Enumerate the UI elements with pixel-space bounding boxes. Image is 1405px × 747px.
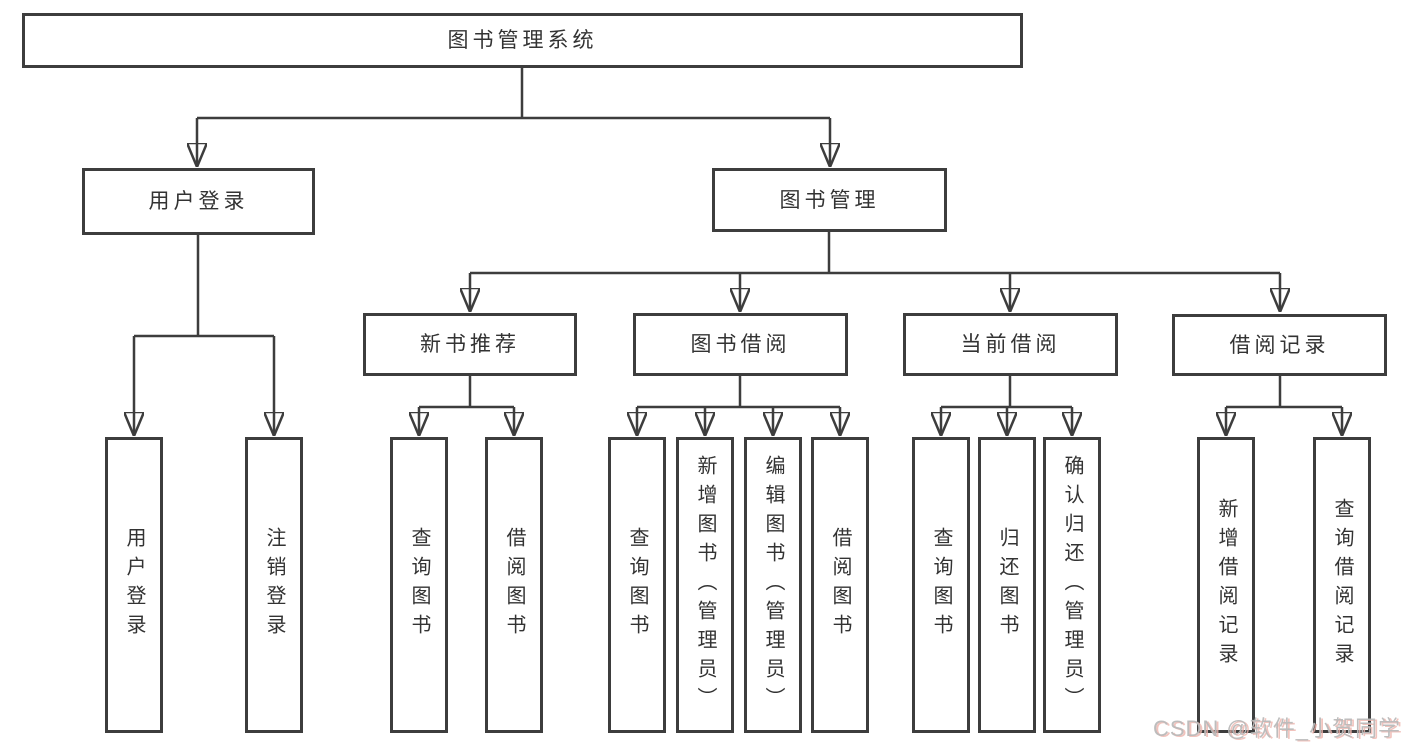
node-add-borrow-record-label: 新增借阅记录	[1215, 498, 1237, 672]
node-query-borrow-record: 查询借阅记录	[1313, 437, 1371, 733]
node-query-books-borrow-label: 查询图书	[626, 527, 648, 643]
node-query-books-rec-label: 查询图书	[408, 527, 430, 643]
node-current-borrow-label: 当前借阅	[960, 333, 1061, 356]
connector-book-mgmt-group	[470, 232, 1280, 311]
node-borrow-records-label: 借阅记录	[1229, 333, 1330, 357]
node-query-books-borrow: 查询图书	[608, 437, 666, 733]
node-edit-books: 编辑图书（管理员）	[744, 437, 802, 733]
node-query-books-rec: 查询图书	[390, 437, 448, 733]
node-login-action: 用户登录	[105, 437, 163, 733]
node-borrow-books-rec-label: 借阅图书	[503, 527, 525, 643]
node-query-books-current: 查询图书	[912, 437, 970, 733]
node-add-borrow-record: 新增借阅记录	[1197, 437, 1255, 733]
node-return-books-label: 归还图书	[996, 527, 1018, 643]
node-logout-action: 注销登录	[245, 437, 303, 733]
csdn-watermark: CSDN @软件_小贺同学	[1152, 716, 1401, 741]
connector-user-login-group	[134, 235, 274, 435]
node-confirm-return-label: 确认归还（管理员）	[1061, 454, 1083, 716]
node-borrow-books-borrow-label: 借阅图书	[829, 527, 851, 643]
node-book-mgmt: 图书管理	[712, 168, 947, 232]
connector-root-to-level1	[197, 68, 830, 166]
node-edit-books-label: 编辑图书（管理员）	[762, 454, 784, 716]
node-login-action-label: 用户登录	[123, 527, 145, 643]
node-add-books-label: 新增图书（管理员）	[694, 454, 716, 716]
node-user-login: 用户登录	[82, 168, 315, 235]
node-new-book-rec: 新书推荐	[363, 313, 577, 376]
node-query-borrow-record-label: 查询借阅记录	[1331, 498, 1353, 672]
node-book-mgmt-label: 图书管理	[779, 188, 880, 212]
connector-new-book-rec-group	[419, 376, 514, 435]
node-current-borrow: 当前借阅	[903, 313, 1118, 376]
node-new-book-rec-label: 新书推荐	[420, 333, 520, 356]
node-user-login-label: 用户登录	[148, 190, 249, 213]
node-return-books: 归还图书	[978, 437, 1036, 733]
node-root: 图书管理系统	[22, 13, 1023, 68]
node-root-label: 图书管理系统	[447, 29, 598, 52]
node-query-books-current-label: 查询图书	[930, 527, 952, 643]
node-borrow-books-rec: 借阅图书	[485, 437, 543, 733]
connector-borrow-records-group	[1226, 376, 1342, 435]
node-book-borrow-label: 图书借阅	[690, 333, 791, 356]
node-borrow-records: 借阅记录	[1172, 314, 1387, 376]
node-borrow-books-borrow: 借阅图书	[811, 437, 869, 733]
node-add-books: 新增图书（管理员）	[676, 437, 734, 733]
connector-book-borrow-group	[637, 376, 840, 435]
connector-current-borrow-group	[941, 376, 1072, 435]
node-logout-action-label: 注销登录	[263, 527, 285, 643]
node-book-borrow: 图书借阅	[633, 313, 848, 376]
node-confirm-return: 确认归还（管理员）	[1043, 437, 1101, 733]
